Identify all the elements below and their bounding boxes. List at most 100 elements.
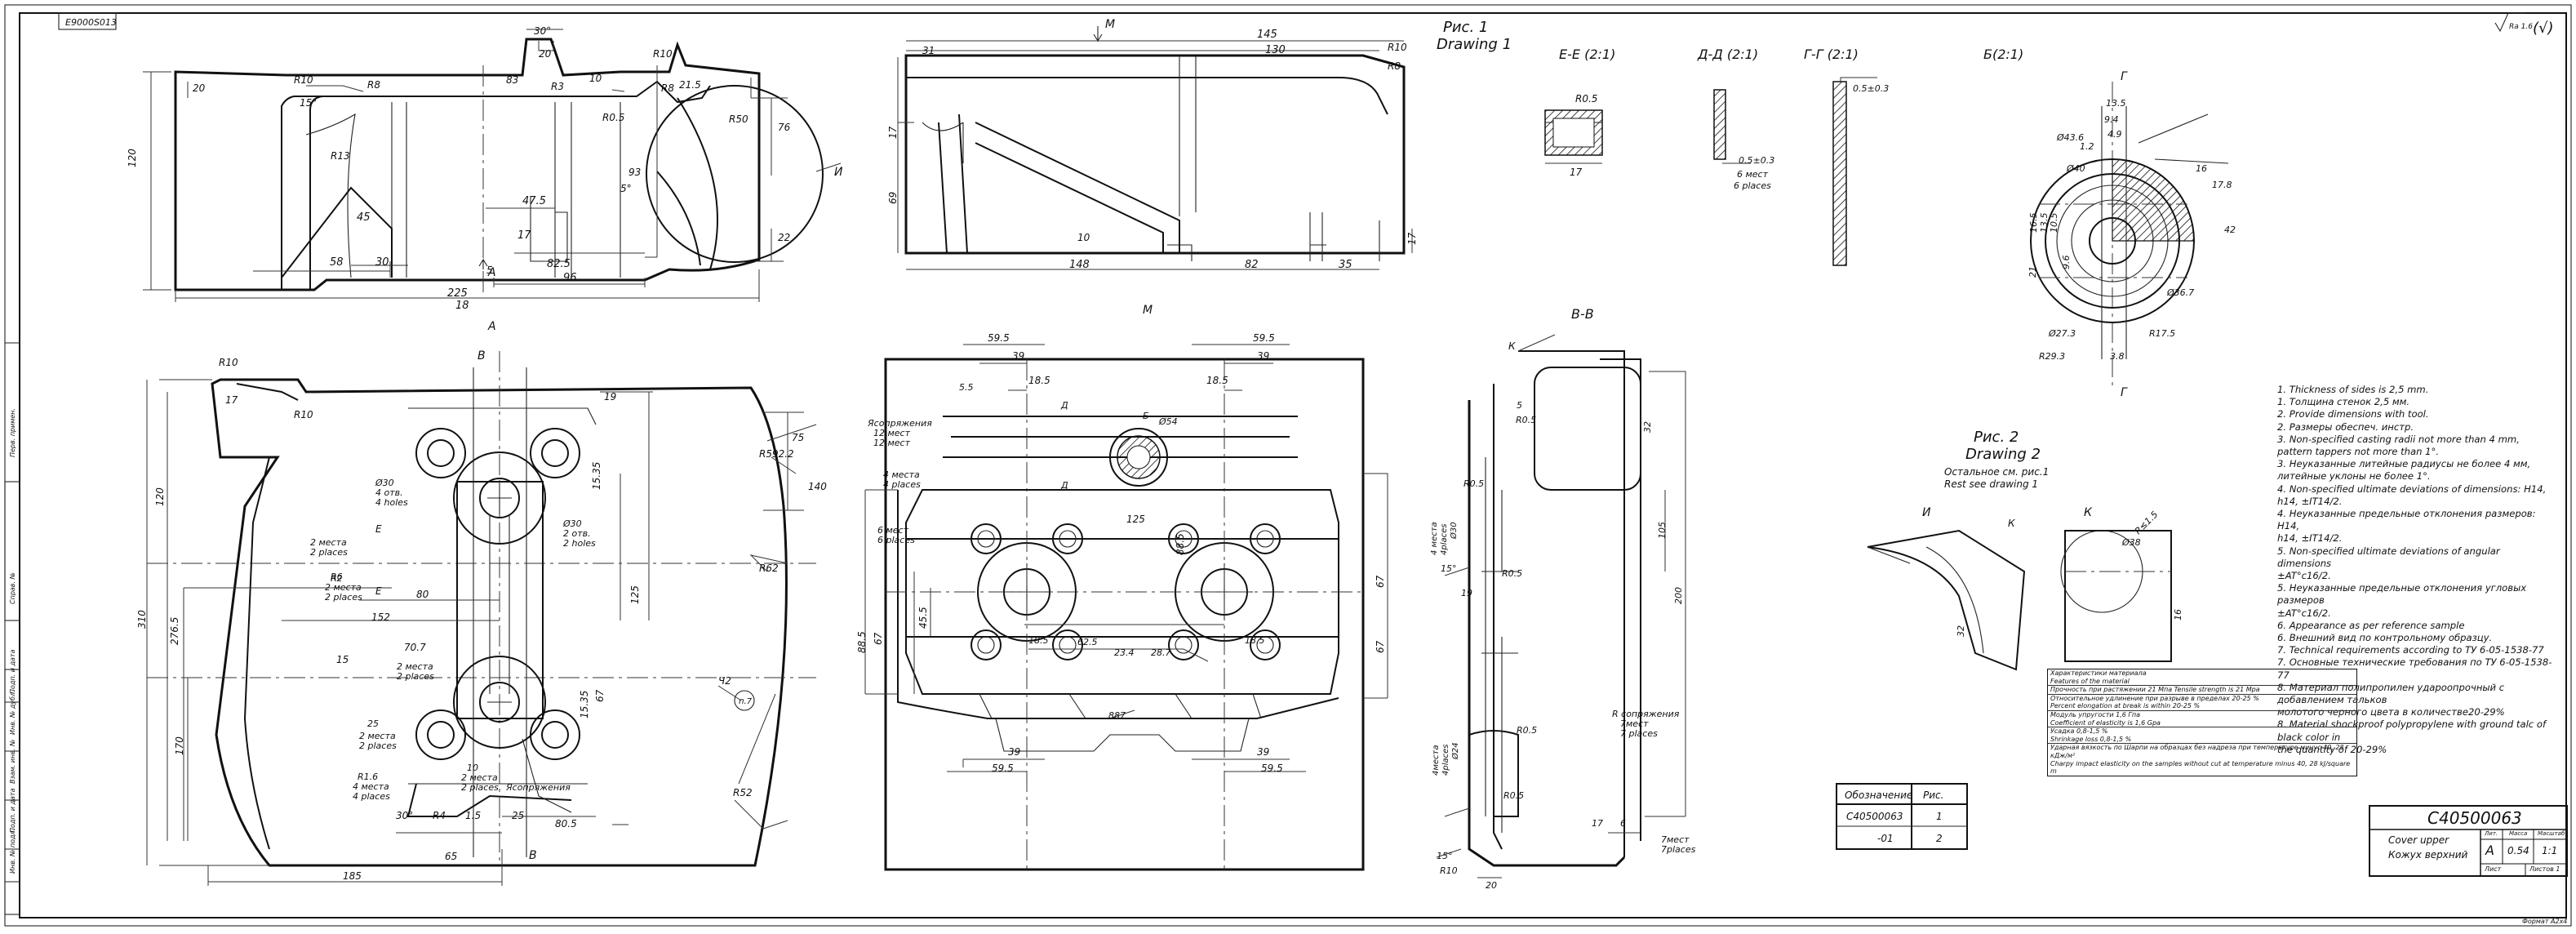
- svg-text:17: 17: [1592, 818, 1603, 829]
- drawing-frame: Е9000S013 Ra 1.6 (√): [4, 4, 2572, 927]
- svg-text:62.5: 62.5: [1077, 637, 1098, 647]
- svg-text:20: 20: [1486, 880, 1497, 891]
- svg-text:В: В: [529, 849, 537, 862]
- svg-text:4 места: 4 места: [883, 469, 920, 480]
- svg-text:И: И: [1922, 506, 1931, 519]
- svg-text:R0.5: R0.5: [1517, 725, 1537, 736]
- svg-text:4 places: 4 places: [353, 791, 390, 802]
- svg-text:2 places: 2 places: [325, 592, 362, 603]
- svg-text:17.8: 17.8: [2212, 180, 2232, 190]
- svg-text:28.7: 28.7: [1151, 647, 1171, 658]
- svg-text:Ø30: Ø30: [1449, 522, 1459, 540]
- svg-text:39: 39: [1257, 350, 1269, 362]
- svg-text:Г: Г: [2121, 70, 2128, 83]
- svg-text:R10: R10: [294, 74, 313, 86]
- svg-text:7мест: 7мест: [1661, 834, 1690, 845]
- note-line: молотого черного цвета в количестве20-29…: [2277, 706, 2505, 718]
- svg-text:Ø38: Ø38: [2121, 537, 2141, 548]
- note-line: 8. Материал полипропилен удароопрочный с…: [2277, 681, 2505, 706]
- svg-text:16: 16: [2173, 609, 2183, 620]
- svg-text:Д: Д: [1060, 400, 1068, 411]
- svg-text:276.5: 276.5: [169, 617, 180, 645]
- svg-text:32: 32: [1642, 421, 1653, 433]
- note-line: 1. Thickness of sides is 2,5 mm.: [2277, 384, 2429, 395]
- note-line: 7. Основные технические требования по ТУ…: [2277, 656, 2552, 681]
- svg-text:152: 152: [371, 612, 390, 623]
- svg-text:67: 67: [594, 689, 606, 702]
- svg-text:88.5: 88.5: [856, 631, 868, 653]
- svg-text:2 places: 2 places: [359, 741, 397, 751]
- svg-text:2 places: 2 places: [461, 782, 499, 793]
- svg-text:15°: 15°: [300, 97, 317, 109]
- svg-text:67: 67: [873, 632, 884, 645]
- svg-text:12 мест: 12 мест: [873, 428, 911, 438]
- svg-text:30°: 30°: [534, 25, 551, 37]
- svg-text:130: 130: [1265, 44, 1286, 56]
- svg-text:К: К: [2008, 518, 2015, 529]
- svg-text:225: 225: [447, 287, 468, 300]
- svg-text:35: 35: [1339, 259, 1352, 271]
- svg-text:23.4: 23.4: [1114, 647, 1135, 658]
- side-stamp-label: Подп. и дата: [9, 649, 16, 694]
- svg-text:R0.5: R0.5: [1502, 568, 1522, 579]
- title-lit: А: [2485, 843, 2494, 858]
- svg-text:R8: R8: [661, 82, 674, 94]
- svg-text:R10: R10: [294, 409, 313, 420]
- svg-text:R3: R3: [551, 81, 564, 92]
- svg-text:18: 18: [455, 300, 469, 312]
- svg-text:Е: Е: [375, 585, 382, 597]
- svg-text:88.5: 88.5: [1175, 533, 1186, 555]
- svg-text:18.5: 18.5: [1206, 375, 1228, 386]
- fig2-note-en: Rest see drawing 1: [1944, 478, 2038, 490]
- svg-text:9.6: 9.6: [2061, 256, 2072, 270]
- svg-text:6 мест: 6 мест: [1737, 169, 1769, 180]
- svg-text:59.5: 59.5: [992, 763, 1014, 774]
- svg-text:17: 17: [1406, 232, 1418, 245]
- svg-text:39: 39: [1012, 350, 1024, 362]
- svg-text:R592.2: R592.2: [759, 448, 794, 460]
- svg-text:1: 1: [1936, 811, 1943, 822]
- svg-text:59.5: 59.5: [1261, 763, 1283, 774]
- svg-text:2 места: 2 места: [397, 661, 433, 672]
- svg-text:6 places: 6 places: [1734, 180, 1771, 191]
- svg-text:К: К: [2084, 506, 2093, 519]
- svg-text:4places: 4places: [1440, 524, 1449, 555]
- svg-text:7 places: 7 places: [1620, 728, 1658, 739]
- svg-text:47.5: 47.5: [522, 195, 546, 207]
- material-row: Характеристики материала Features of the…: [2048, 669, 2356, 687]
- fig1-en: Drawing 1: [1437, 36, 1512, 53]
- svg-text:10: 10: [467, 763, 478, 773]
- svg-text:Г-Г (2:1): Г-Г (2:1): [1804, 47, 1859, 62]
- svg-text:Ø24: Ø24: [1450, 742, 1460, 760]
- svg-text:Ясопряжения: Ясопряжения: [867, 418, 932, 429]
- side-stamp-label: Подп. и дата: [9, 788, 16, 833]
- svg-text:Ra 1.6: Ra 1.6: [2509, 23, 2533, 31]
- note-line: 4. Неуказанные предельные отклонения раз…: [2277, 508, 2536, 532]
- title-block: C40500063 Cover upper Кожух верхний Лит.…: [2369, 805, 2568, 877]
- svg-text:185: 185: [343, 870, 362, 882]
- side-view: М 145 130 R10 R8 31 69 17 10 148 82 35 1…: [887, 18, 1418, 271]
- svg-text:Ø27.3: Ø27.3: [2048, 328, 2076, 339]
- svg-text:2 places: 2 places: [397, 671, 434, 682]
- svg-text:R4: R4: [433, 810, 446, 821]
- svg-text:4 places: 4 places: [883, 479, 921, 490]
- svg-text:18.5: 18.5: [1245, 635, 1265, 646]
- svg-text:1.2: 1.2: [2080, 141, 2094, 152]
- svg-text:17: 17: [517, 229, 531, 242]
- svg-text:32: 32: [1956, 625, 1966, 637]
- fig2-en: Drawing 2: [1965, 446, 2041, 463]
- svg-text:20: 20: [193, 82, 206, 94]
- svg-text:93: 93: [628, 167, 641, 178]
- svg-text:30: 30: [375, 256, 389, 269]
- svg-text:5.5: 5.5: [959, 382, 974, 393]
- note-line: 5. Неуказанные предельные отклонения угл…: [2277, 582, 2527, 607]
- side-stamp-label: Инв. № подл.: [9, 829, 16, 874]
- note-line: 6. Внешний вид по контрольному образцу.: [2277, 632, 2493, 644]
- svg-text:21: 21: [2027, 266, 2038, 278]
- svg-text:2 отв.: 2 отв.: [563, 528, 591, 539]
- svg-text:(√): (√): [2533, 20, 2554, 37]
- svg-text:R50: R50: [729, 113, 748, 125]
- svg-text:20: 20: [539, 48, 552, 60]
- technical-notes: 1. Thickness of sides is 2,5 mm.1. Толщи…: [2277, 384, 2555, 756]
